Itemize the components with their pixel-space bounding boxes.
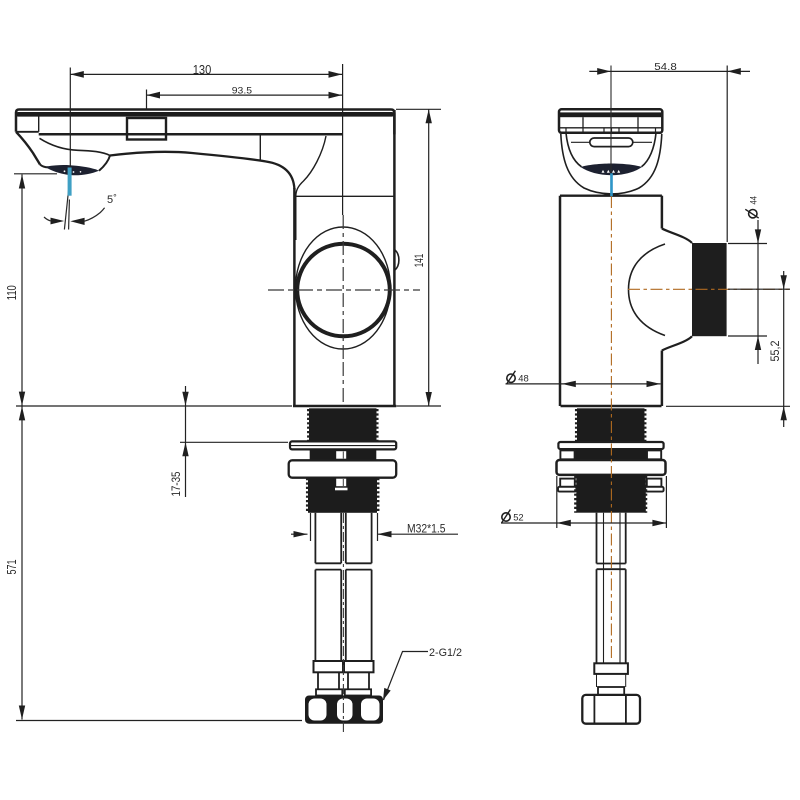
svg-text:5°: 5° [107, 193, 117, 207]
svg-text:571: 571 [5, 559, 19, 574]
svg-text:130: 130 [193, 62, 212, 77]
svg-text:93.5: 93.5 [232, 86, 252, 97]
svg-text:52: 52 [513, 512, 524, 523]
svg-text:M32*1.5: M32*1.5 [407, 522, 446, 536]
svg-text:141: 141 [414, 254, 426, 268]
svg-text:44: 44 [748, 196, 759, 205]
svg-text:48: 48 [518, 374, 529, 385]
svg-text:55,2: 55,2 [768, 340, 782, 361]
svg-text:54.8: 54.8 [654, 61, 677, 73]
svg-text:110: 110 [5, 285, 19, 300]
svg-text:17-35: 17-35 [171, 472, 183, 497]
svg-text:2-G1/2: 2-G1/2 [429, 647, 462, 659]
